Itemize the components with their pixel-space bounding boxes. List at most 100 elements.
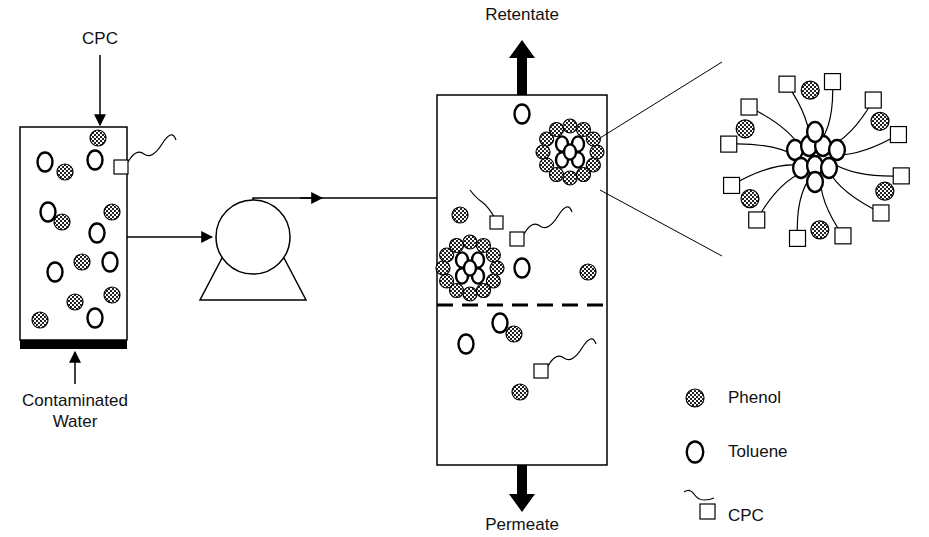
- zoom-line: [600, 190, 722, 256]
- toluene-molecule: [829, 140, 845, 160]
- zoom-line: [600, 62, 722, 138]
- cpc-tail: [128, 135, 176, 162]
- toluene-molecule: [687, 442, 704, 463]
- phenol-molecule: [450, 238, 464, 252]
- toluene-molecule: [459, 335, 474, 354]
- cpc-head: [534, 364, 548, 378]
- phenol-molecule: [590, 145, 604, 159]
- legend-cpc-head: [700, 504, 715, 519]
- toluene-molecule: [103, 253, 118, 272]
- phenol-molecule: [463, 235, 477, 249]
- pump: [216, 200, 290, 274]
- cpc-head: [893, 168, 909, 184]
- pump-outlet-line: [253, 198, 437, 200]
- cpc-head: [824, 74, 840, 90]
- legend-text: Toluene: [728, 442, 788, 462]
- cpc-head: [749, 212, 765, 228]
- phenol-molecule: [580, 264, 596, 280]
- permeate-arrow: [509, 465, 535, 512]
- stream-label: Permeate: [462, 514, 582, 535]
- retentate-arrow: [509, 40, 535, 95]
- cpc-tail: [833, 163, 902, 176]
- legend-text: Phenol: [728, 388, 781, 408]
- cpc-head: [790, 230, 806, 246]
- toluene-molecule: [515, 259, 530, 278]
- cpc-head: [510, 232, 524, 246]
- cpc-head: [741, 99, 757, 115]
- toluene-molecule: [515, 105, 530, 124]
- flow-arrow: [300, 197, 322, 199]
- phenol-molecule: [486, 248, 500, 262]
- phenol-molecule: [536, 145, 550, 159]
- cpc-head: [835, 228, 851, 244]
- cpc-tail: [548, 339, 596, 366]
- cpc-head: [721, 136, 737, 152]
- phenol-molecule: [54, 214, 70, 230]
- legend-cpc-tail: [684, 490, 714, 500]
- feed-label: Contaminated Water: [13, 390, 137, 433]
- toluene-molecule: [88, 309, 103, 328]
- toluene-molecule: [807, 172, 823, 192]
- cpc-tail: [524, 207, 572, 234]
- phenol-molecule: [512, 384, 528, 400]
- toluene-molecule: [88, 151, 103, 170]
- phenol-molecule: [686, 389, 704, 407]
- phenol-molecule: [876, 182, 894, 200]
- phenol-molecule: [871, 112, 889, 130]
- feed-label: CPC: [60, 28, 140, 49]
- phenol-molecule: [736, 120, 754, 138]
- phenol-molecule: [436, 261, 450, 275]
- mixing-tank: [20, 127, 127, 340]
- phenol-molecule: [563, 119, 577, 133]
- phenol-molecule: [452, 207, 468, 223]
- phenol-molecule: [506, 326, 522, 342]
- phenol-molecule: [811, 221, 829, 239]
- cpc-head: [724, 177, 740, 193]
- phenol-molecule: [550, 122, 564, 136]
- toluene-molecule: [48, 263, 63, 282]
- toluene-molecule: [464, 260, 476, 275]
- membrane: [437, 304, 607, 307]
- toluene-molecule: [821, 158, 837, 178]
- phenol-molecule: [90, 130, 106, 146]
- phenol-molecule: [540, 158, 554, 172]
- cpc-head: [873, 205, 889, 221]
- toluene-molecule: [90, 224, 105, 243]
- phenol-molecule: [57, 164, 73, 180]
- water-feed-arrow: [74, 352, 76, 384]
- ultrafiltration-module: [437, 95, 607, 465]
- phenol-molecule: [440, 274, 454, 288]
- toluene-molecule: [41, 203, 56, 222]
- cpc-tail: [732, 165, 798, 186]
- phenol-molecule: [490, 261, 504, 275]
- stream-label: Retentate: [462, 4, 582, 25]
- phenol-molecule: [563, 171, 577, 185]
- toluene-molecule: [493, 314, 508, 333]
- phenol-molecule: [104, 204, 120, 220]
- phenol-molecule: [32, 312, 48, 328]
- cpc-feed-arrow: [99, 55, 101, 125]
- toluene-molecule: [807, 122, 823, 142]
- toluene-molecule: [564, 144, 576, 159]
- phenol-molecule: [74, 254, 90, 270]
- cpc-head: [779, 76, 795, 92]
- phenol-molecule: [477, 284, 491, 298]
- phenol-molecule: [586, 132, 600, 146]
- molecules: [32, 74, 909, 519]
- phenol-molecule: [741, 190, 759, 208]
- phenol-molecule: [801, 81, 819, 99]
- phenol-molecule: [104, 287, 120, 303]
- cpc-head: [490, 216, 503, 229]
- phenol-molecule: [67, 294, 83, 310]
- cpc-head: [114, 160, 128, 174]
- cpc-head: [890, 127, 906, 143]
- toluene-molecule: [38, 153, 53, 172]
- phenol-molecule: [577, 168, 591, 182]
- feed-line: [127, 236, 212, 238]
- legend-text: CPC: [728, 506, 764, 526]
- phenol-molecule: [463, 287, 477, 301]
- cpc-head: [865, 92, 881, 108]
- tank-base: [20, 340, 127, 349]
